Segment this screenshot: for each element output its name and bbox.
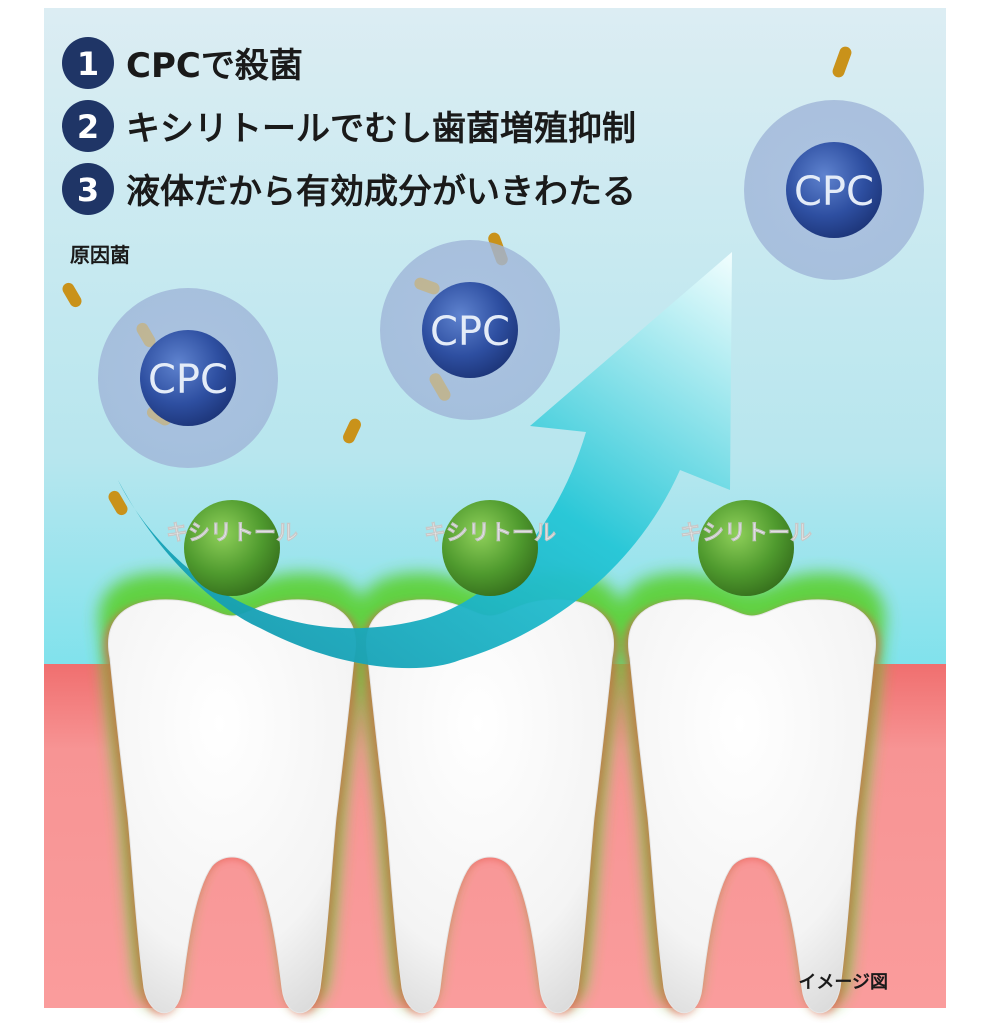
bacterium-icon — [136, 322, 156, 348]
image-caption: イメージ図 — [798, 972, 888, 993]
point-number: 2 — [77, 108, 99, 146]
xylitol-ball — [184, 500, 280, 596]
cpc-label: CPC — [148, 357, 228, 403]
point-item-1: 1 CPCで殺菌 — [62, 37, 303, 89]
xylitol-molecule-3: キシリトール — [680, 500, 812, 596]
bacterium-icon — [343, 418, 361, 444]
point-list: 1 CPCで殺菌 2 キシリトールでむし歯菌増殖抑制 3 液体だから有効成分がい… — [62, 37, 636, 215]
point-text: 液体だから有効成分がいきわたる — [126, 172, 636, 212]
bacteria-label: 原因菌 — [70, 243, 130, 267]
cpc-label: CPC — [430, 309, 510, 355]
point-item-2: 2 キシリトールでむし歯菌増殖抑制 — [62, 100, 636, 152]
bacterium-icon — [108, 490, 128, 516]
point-number: 1 — [77, 45, 99, 83]
point-number-badge — [62, 37, 114, 89]
cpc-molecule-3: CPC — [744, 100, 924, 280]
flow-arrow — [118, 252, 732, 669]
xylitol-label: キシリトール — [166, 521, 298, 546]
bacterium-icon — [414, 277, 440, 295]
xylitol-label: キシリトール — [680, 521, 812, 546]
bacterium-icon — [62, 282, 82, 308]
cpc-core — [140, 330, 236, 426]
point-item-3: 3 液体だから有効成分がいきわたる — [62, 163, 636, 215]
cpc-core — [786, 142, 882, 238]
point-number: 3 — [77, 171, 99, 209]
xylitol-molecule-2: キシリトール — [424, 500, 556, 596]
cpc-label: CPC — [794, 169, 874, 215]
bacterium-icon — [832, 46, 852, 78]
bacterium-icon — [429, 373, 451, 401]
point-number-badge — [62, 163, 114, 215]
xylitol-ball — [698, 500, 794, 596]
xylitol-label: キシリトール — [424, 521, 556, 546]
cpc-core — [422, 282, 518, 378]
point-text: CPCで殺菌 — [126, 46, 303, 86]
point-text: キシリトールでむし歯菌増殖抑制 — [126, 109, 636, 149]
xylitol-molecule-1: キシリトール — [166, 500, 298, 596]
cpc-molecule-1: CPC — [98, 288, 278, 468]
cpc-molecule-2: CPC — [380, 240, 560, 420]
point-number-badge — [62, 100, 114, 152]
xylitol-ball — [442, 500, 538, 596]
